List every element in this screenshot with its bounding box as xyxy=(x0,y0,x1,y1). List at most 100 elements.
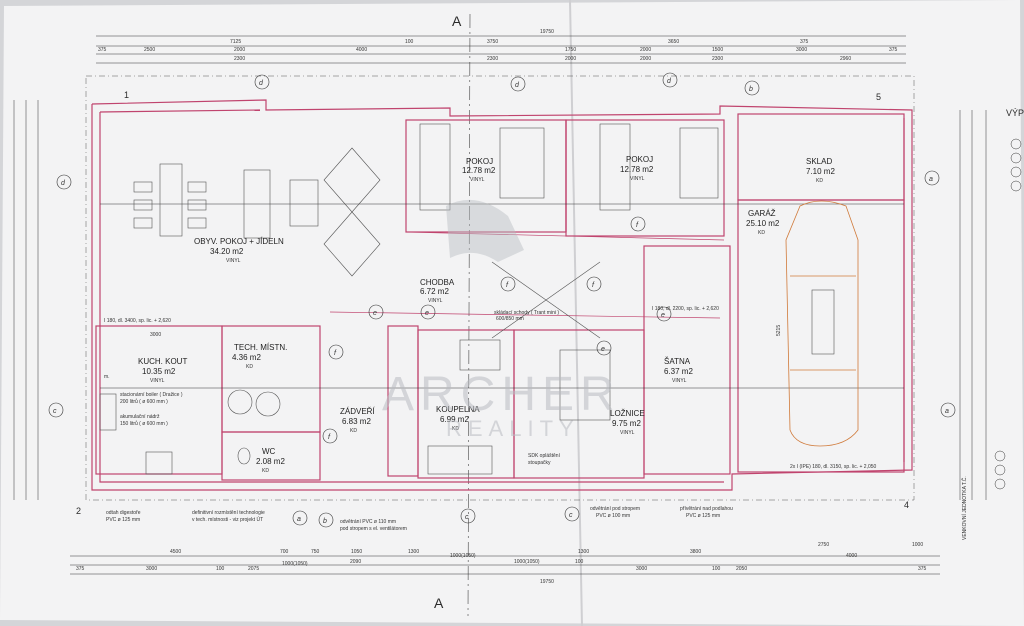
watermark-archer-figure xyxy=(446,199,524,262)
note-meter-group: VENKOVNÍ JEDNOTKA T.Č. xyxy=(961,476,968,540)
room-area-kitchen: 10.35 m2 xyxy=(142,367,176,376)
bubble-e-1: e xyxy=(368,304,384,320)
svg-text:d: d xyxy=(667,78,672,85)
dim-bot-r1-6: 1300 xyxy=(578,549,589,555)
svg-text:b: b xyxy=(749,86,753,93)
room-labels: OBYV. POKOJ + JÍDELN 34.20 m2 VINYL POKO… xyxy=(138,155,835,474)
note-tank: akumulační nádrž xyxy=(120,414,160,420)
room-floor-entry: KD xyxy=(350,428,357,434)
dim-top-r3-3: 2000 xyxy=(640,56,651,62)
dim-bot-r1-1: 700 xyxy=(280,549,289,555)
bubble-d-right: d xyxy=(662,72,678,88)
axis-bubbles: d d d b d a c a xyxy=(48,72,956,528)
room-area-wardrobe: 6.37 m2 xyxy=(664,367,693,376)
dim-top-r2-0: 375 xyxy=(98,47,107,53)
svg-text:f: f xyxy=(328,434,331,441)
room-floor-master: VINYL xyxy=(620,430,635,436)
dim-bot-r2-2: 100 xyxy=(216,566,225,572)
svg-text:b: b xyxy=(323,518,327,525)
note-lintel1: I 180, dl. 3400, sp. lic. + 2,620 xyxy=(104,318,171,324)
living-furniture xyxy=(133,147,381,277)
section-line xyxy=(467,13,471,617)
bubble-a-right: a xyxy=(924,170,940,186)
dim-top-r2-2: 2000 xyxy=(234,47,245,53)
annotations: I 180, dl. 3400, sp. lic. + 2,620 I 180,… xyxy=(104,306,968,540)
note-pv: přívětrání nad podlahou xyxy=(680,506,733,512)
room-area-wc: 2.08 m2 xyxy=(256,457,285,466)
room-area-corridor: 6.72 m2 xyxy=(420,287,449,296)
room-name-storage: SKLAD xyxy=(806,157,832,166)
room-floor-bathroom: KD xyxy=(452,426,459,432)
note-vent2: pod stropem s el. ventilátorem xyxy=(340,526,407,532)
svg-text:e: e xyxy=(373,310,377,317)
note-digestor: odtah digestoře xyxy=(106,510,141,516)
room-floor-corridor: VINYL xyxy=(428,298,443,304)
room-floor-kitchen: VINYL xyxy=(150,378,165,384)
dim-top-r3-1: 2300 xyxy=(487,56,498,62)
room-name-living: OBYV. POKOJ + JÍDELN xyxy=(194,237,284,246)
note-vent-c: odvětrání pod stropem xyxy=(590,506,640,512)
dim-bot-r2-12: 375 xyxy=(918,566,927,572)
bubble-d-left: d xyxy=(56,174,72,190)
bubble-d-top: d xyxy=(254,74,270,90)
room-area-tech: 4.36 m2 xyxy=(232,353,261,362)
note-kitchen-len: 3000 xyxy=(150,332,161,338)
dim-bot-r1-3: 1050 xyxy=(351,549,362,555)
dim-bot-r2-1: 3000 xyxy=(146,566,157,572)
bubble-c-bottom-2: c xyxy=(564,506,580,522)
svg-text:d: d xyxy=(61,180,66,187)
room-floor-bedroom1: VINYL xyxy=(470,177,485,183)
room-name-garage: GARÁŽ xyxy=(748,209,776,218)
note-sdk2: stoupačky xyxy=(528,460,551,466)
bubble-c-left: c xyxy=(48,402,64,418)
room-area-entry: 6.83 m2 xyxy=(342,417,371,426)
watermark: ARCHER REALITY xyxy=(382,199,615,441)
dim-top-r3-2: 2000 xyxy=(565,56,576,62)
fixtures xyxy=(99,339,501,475)
svg-text:a: a xyxy=(945,408,949,415)
dim-bot-r2-8: 3000 xyxy=(636,566,647,572)
bubble-a-right-low: a xyxy=(940,402,956,418)
dim-bot-r2-0: 375 xyxy=(76,566,85,572)
svg-text:e: e xyxy=(661,312,665,319)
dim-bot-r1-4: 1300 xyxy=(408,549,419,555)
room-floor-bedroom2: VINYL xyxy=(630,176,645,182)
axis-4: 4 xyxy=(904,500,909,510)
dim-top-r2-7: 3000 xyxy=(796,47,807,53)
note-pv2: PVC ø 125 mm xyxy=(686,513,720,519)
dim-bot-r1-7: 3800 xyxy=(690,549,701,555)
room-area-bedroom2: 12.78 m2 xyxy=(620,165,654,174)
dim-top-overall: 19750 xyxy=(540,29,554,35)
room-name-kitchen: KUCH. KOUT xyxy=(138,357,187,366)
note-meter: VENKOVNÍ JEDNOTKA T.Č. xyxy=(961,476,968,540)
section-label-bottom: A xyxy=(434,595,444,611)
bubble-e-4: e xyxy=(656,306,672,322)
room-area-bedroom1: 12.78 m2 xyxy=(462,166,496,175)
garage-car xyxy=(785,200,859,447)
dim-bot-r1-5: 1000(1050) xyxy=(450,553,476,559)
room-area-bathroom: 6.99 m2 xyxy=(440,415,469,424)
axis-1: 1 xyxy=(124,90,129,100)
bubble-e-2: e xyxy=(420,304,436,320)
dim-bot-r1-8: 2750 xyxy=(818,542,829,548)
building-outline xyxy=(85,75,915,501)
stair-hatch xyxy=(491,261,601,339)
dim-top-r2-3: 4000 xyxy=(356,47,367,53)
svg-text:c: c xyxy=(569,512,573,519)
room-area-master: 9.75 m2 xyxy=(612,419,641,428)
axis-2: 2 xyxy=(76,506,81,516)
bubble-e-3: e xyxy=(596,340,612,356)
note-tech2: v tech. místnosti - viz projekt ÚT xyxy=(192,516,263,523)
svg-text:f: f xyxy=(506,282,509,289)
note-attic2: 600/850 mm xyxy=(496,316,524,322)
dim-top-3: 3750 xyxy=(487,39,498,45)
room-name-tech: TECH. MÍSTN. xyxy=(234,343,287,352)
dim-bot-r2-6: 1000(1050) xyxy=(514,559,540,565)
room-floor-wc: KD xyxy=(262,468,269,474)
note-vent: odvětrání PVC ø 110 mm xyxy=(340,519,396,525)
dim-bot-r1-9: 1000 xyxy=(912,542,923,548)
dim-top-r3-5: 2960 xyxy=(840,56,851,62)
dim-bot-r1-2: 750 xyxy=(311,549,320,555)
note-tech: definitivní rozmístění technologie xyxy=(192,510,265,516)
